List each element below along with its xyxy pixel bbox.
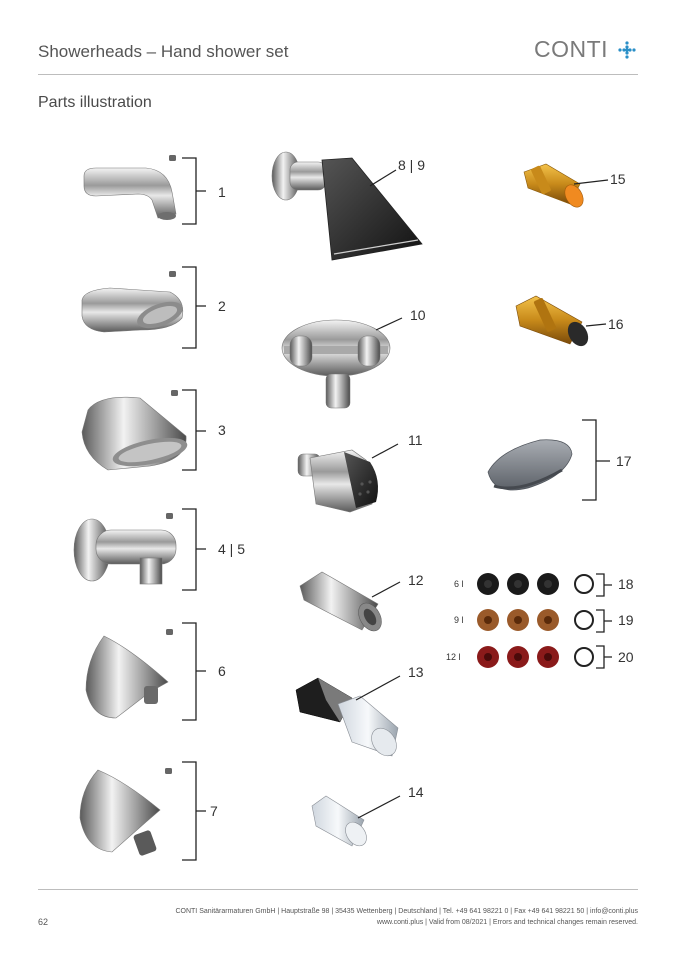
part-11-leader [371,443,399,459]
part-label-17: 17 [616,453,632,469]
part-13-cartridge-image [295,677,399,757]
part-label-13: 13 [408,664,424,680]
part-label-18: 18 [618,576,634,592]
conti-logo: CONTI [534,36,609,62]
flow-ring-row-6l [477,573,594,595]
part-label-10: 10 [410,307,426,323]
part-2-showerhead-image [81,271,184,333]
part-14-leader [357,795,401,819]
part-label-7: 7 [210,803,218,819]
part-label-19: 19 [618,612,634,628]
part-10-leader [375,317,403,331]
part-label-2: 2 [218,298,226,314]
part-89-wedge-image [271,151,423,261]
part-10-disc-image [281,319,391,409]
part-label-3: 3 [218,422,226,438]
flow-ring-row-9l [477,609,594,631]
part-45-bracket [182,508,206,591]
part-12-nozzle-image [299,571,382,632]
part-17-rubberface-image [487,439,573,491]
part-label-16: 16 [608,316,624,332]
part-label-89: 8 | 9 [398,157,425,173]
part-6-bracket [182,622,206,721]
part-20-bracket [596,645,612,669]
part-3-bracket [182,389,206,471]
part-89-leader [369,169,397,187]
part-11-jethead-image [297,449,378,513]
part-12-leader [371,581,401,598]
part-13-leader [355,675,401,701]
part-1-bracket [182,157,206,225]
flow-label-6l: 6 l [454,579,464,589]
flow-label-12l: 12 l [446,652,461,662]
part-7-cone-image [79,768,172,856]
part-18-bracket [596,573,612,597]
footer-company-info: CONTI Sanitärarmaturen GmbH | Hauptstraß… [175,908,638,915]
part-2-bracket [182,266,206,349]
part-label-11: 11 [408,432,423,448]
part-19-bracket [596,609,612,633]
footer-divider [38,889,638,890]
part-6-cone-image [85,629,173,719]
logo-plus-icon [618,41,636,59]
page-number: 62 [38,917,49,927]
part-label-6: 6 [218,663,226,679]
part-17-bracket [582,419,610,501]
part-16-fitting-image [515,295,589,347]
part-label-20: 20 [618,649,634,665]
flow-label-9l: 9 l [454,615,464,625]
part-45-spout-image [73,513,177,585]
part-16-leader [585,323,607,327]
part-label-14: 14 [408,784,424,800]
flow-ring-row-12l [477,646,594,668]
section-title: Parts illustration [38,94,152,111]
part-1-spout-image [83,155,177,220]
part-label-1: 1 [218,184,226,200]
part-15-flowlimiter-image [523,163,584,208]
page-title: Showerheads – Hand shower set [38,42,289,61]
footer-validity-info: www.conti.plus | Valid from 08/2021 | Er… [376,919,638,926]
part-15-leader [573,179,609,185]
part-3-showerhead-image [81,390,188,471]
part-label-45: 4 | 5 [218,541,245,557]
part-14-sleeve-image [311,795,367,847]
header-divider [38,74,638,75]
part-label-12: 12 [408,572,424,588]
part-label-15: 15 [610,171,626,187]
part-7-bracket [182,761,206,861]
